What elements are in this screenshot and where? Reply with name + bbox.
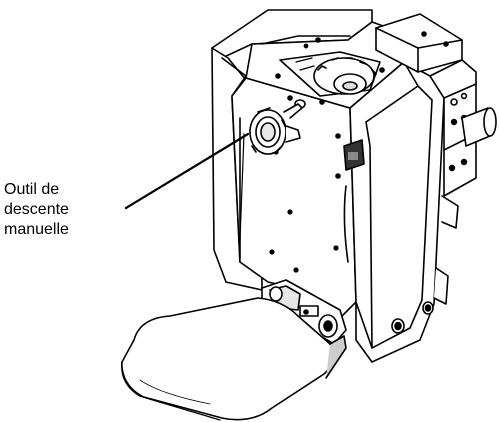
- right-column: [343, 61, 445, 363]
- callout-line-3: manuelle: [4, 221, 69, 238]
- callout-leader-line: [124, 132, 250, 210]
- callout-label: Outil de descente manuelle: [4, 180, 114, 240]
- foot-plate: [121, 279, 347, 421]
- callout-line-2: descente: [4, 201, 69, 218]
- handwheel-tool: [239, 99, 306, 241]
- callout-line-1: Outil de: [4, 181, 60, 198]
- top-bracket: [375, 13, 497, 305]
